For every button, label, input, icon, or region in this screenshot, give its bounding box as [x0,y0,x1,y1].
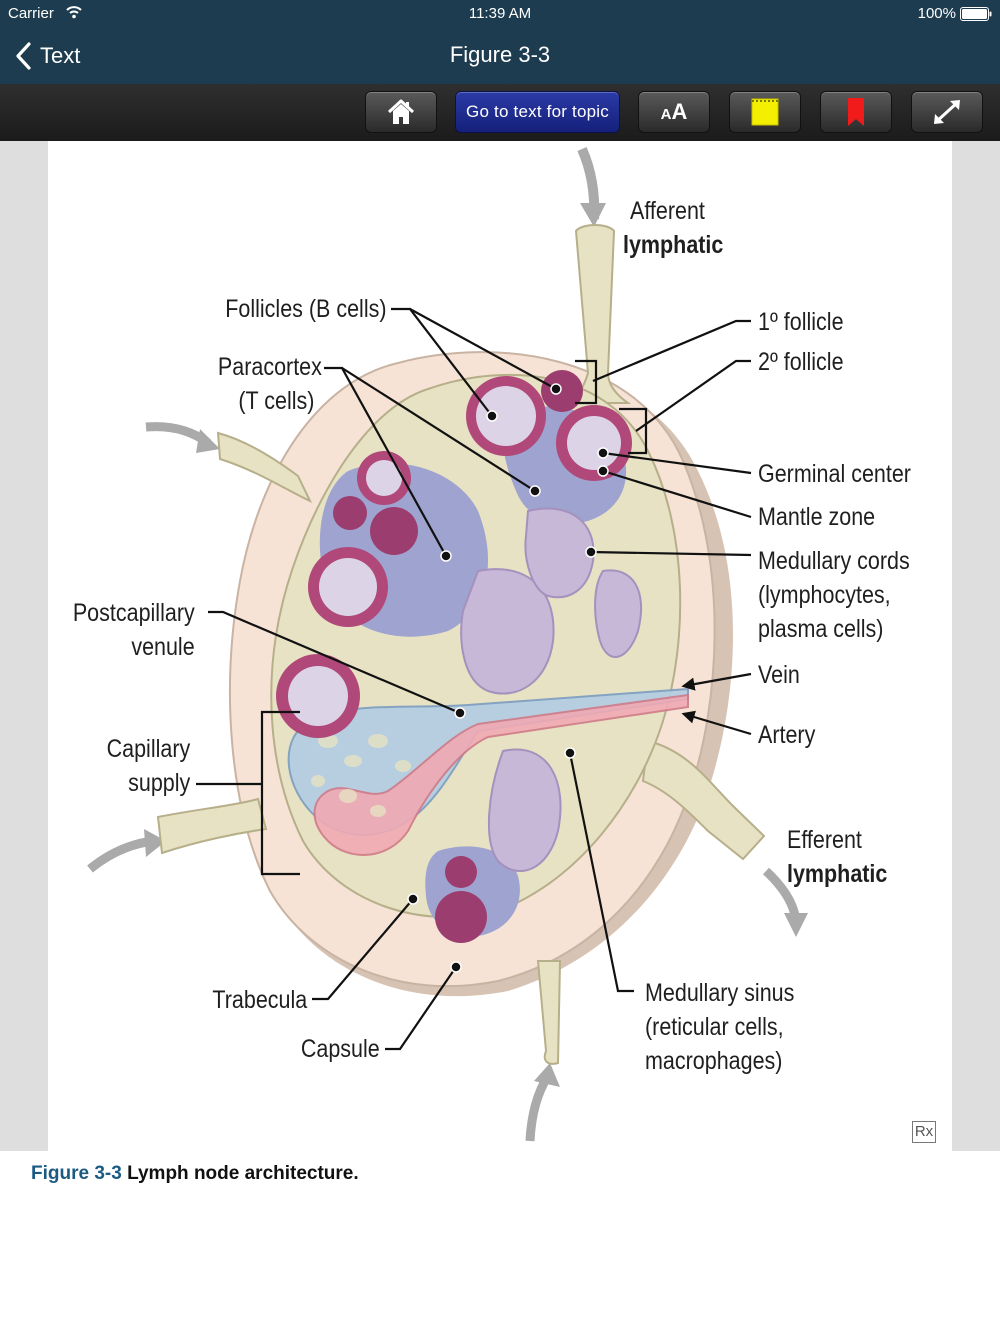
expand-icon [934,100,960,124]
label-medullary-cords: Medullary cords [758,547,910,575]
leader-dots [407,383,609,973]
follicles [276,370,632,943]
battery-icon [960,7,992,21]
figure-caption: Figure 3-3 Lymph node architecture. [31,1163,359,1185]
label-medullary-sinus: Medullary sinus [645,979,795,1007]
lymph-node-illustration [87,146,808,1142]
afferent-lower-flow-arrow [87,836,153,873]
label-efferent-lymphatic: lymphatic [787,860,888,888]
label-medullary-sinus-line2: (reticular cells, [645,1013,784,1041]
leader-lines [196,307,752,1051]
label-primary-follicle: 1º follicle [758,308,844,336]
label-follicles: Follicles (B cells) [225,295,387,323]
home-icon [387,99,415,124]
label-efferent: Efferent [787,826,862,854]
navigation-bar: Text Figure 3-3 [0,28,1000,84]
label-capillary: Capillary [106,735,190,763]
label-capsule: Capsule [301,1035,380,1063]
rx-logo: Rx [912,1121,936,1143]
afferent-bottom-flow-arrow [525,1073,552,1142]
font-size-icon: AA [660,99,688,124]
label-medullary-sinus-line3: macrophages) [645,1047,783,1075]
label-paracortex: Paracortex [218,353,322,381]
clock: 11:39 AM [468,5,532,22]
label-capillary-supply: supply [127,769,190,797]
label-vein: Vein [758,661,800,689]
efferent-lymphatic-vessel [641,739,766,861]
sticky-note-icon [751,98,779,126]
note-button[interactable] [729,91,801,133]
page-title: Figure 3-3 [449,42,551,67]
bookmark-button[interactable] [820,91,892,133]
caption-text: Lymph node architecture. [127,1163,359,1184]
figure-panel[interactable]: Afferent lymphatic Follicles (B cells) P… [48,141,952,1151]
bookmark-icon [848,98,864,126]
label-mantle-zone: Mantle zone [758,503,876,531]
chevron-left-icon [16,42,31,70]
home-button[interactable] [365,91,437,133]
carrier-label: Carrier [8,5,54,22]
label-trabecula: Trabecula [212,986,307,1014]
label-artery: Artery [758,721,816,749]
back-button[interactable]: Text [14,40,80,72]
label-secondary-follicle: 2º follicle [758,348,844,376]
label-afferent: Afferent [630,197,705,225]
status-bar: Carrier 11:39 AM 100% [0,0,1000,28]
label-postcapillary-venule: venule [131,633,195,661]
artery-vessel [313,693,689,856]
label-afferent-lymphatic: lymphatic [623,231,724,259]
battery-percent: 100% [917,5,956,22]
label-germinal-center: Germinal center [758,460,911,488]
back-label: Text [40,43,81,68]
label-paracortex-t-cells: (T cells) [237,387,314,415]
font-size-button[interactable]: AA [638,91,710,133]
label-postcapillary: Postcapillary [73,599,195,627]
label-medullary-cords-line3: plasma cells) [758,615,884,643]
go-to-text-button[interactable]: Go to text for topic [455,91,620,133]
fullscreen-button[interactable] [911,91,983,133]
wifi-icon [66,6,82,19]
caption-number: Figure 3-3 [31,1163,122,1184]
label-medullary-cords-line2: (lymphocytes, [758,581,891,609]
toolbar: Go to text for topic AA [0,84,1000,141]
content-area: Afferent lymphatic Follicles (B cells) P… [0,141,1000,1151]
